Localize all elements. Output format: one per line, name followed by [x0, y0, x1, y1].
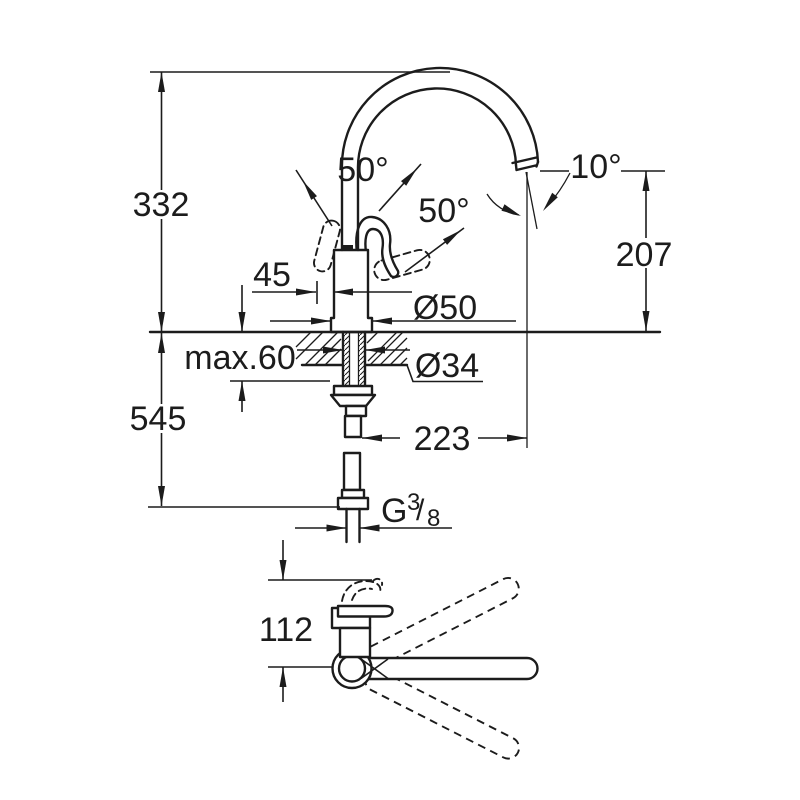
label-base-diameter: Ø50: [413, 289, 477, 327]
label-thread-size: G 3 / 8: [381, 489, 440, 532]
faucet-body: [329, 248, 374, 334]
dimension-labels: 332 545 45 max.60 Ø50 Ø34 223 207 50° 50…: [130, 148, 673, 649]
dimensions: [148, 71, 665, 702]
spout-top-view: [366, 656, 539, 681]
thread-prefix: G: [381, 492, 407, 530]
leader-50-right-arrow: [442, 230, 461, 245]
label-swivel-view-height: 112: [259, 611, 313, 649]
lever-raised-dashed: [341, 577, 384, 602]
swivel-axis-cross: [360, 658, 389, 680]
label-spout-reach: 223: [414, 420, 471, 458]
counter-hatching: [295, 331, 408, 366]
handle-dashed-right-position: [373, 248, 431, 282]
top-view: [330, 576, 539, 760]
spout-swivel-upper-position: [364, 576, 520, 668]
label-hole-diameter: Ø34: [415, 347, 479, 385]
mounting-washer: [332, 384, 374, 397]
spout-inner-arc: [356, 87, 518, 172]
label-handle-clearance: 45: [253, 256, 291, 294]
cartridge-mark: [343, 245, 353, 251]
body-top-view: [338, 626, 372, 659]
lever-top-view: [336, 604, 394, 618]
shank-thread-right: [358, 332, 365, 386]
spout-aerator: [511, 156, 540, 172]
label-height-below-counter: 545: [130, 400, 187, 438]
angle-arc-10-arrow: [501, 204, 521, 216]
thread-denominator: 8: [427, 505, 440, 532]
mounting-flange: [329, 393, 377, 408]
shank-thread-left: [343, 332, 350, 386]
leader-10-arrow: [543, 192, 558, 211]
hose-connector-nut: [336, 496, 370, 511]
front-view: [148, 66, 662, 544]
lever-handle: [355, 215, 400, 279]
braided-hose-lower: [342, 451, 362, 492]
thread-numerator: 3: [407, 489, 420, 516]
spout-swivel-lower-position: [364, 668, 520, 760]
label-handle-swing-right: 50°: [418, 192, 469, 230]
spout-angle-line: [525, 171, 538, 230]
leader-50-mid-arrow: [401, 168, 417, 186]
label-handle-swing-left: 50°: [337, 151, 388, 189]
mounting-nut: [344, 404, 368, 418]
thread-slash: /: [416, 494, 425, 527]
label-spout-end-angle: 10°: [570, 148, 621, 186]
label-spout-height: 207: [616, 236, 673, 274]
spout-outer-arc: [340, 66, 540, 172]
label-height-total: 332: [133, 186, 190, 224]
leader-50-left-arrow: [303, 181, 317, 200]
label-counter-max-thickness: max.60: [184, 339, 296, 377]
handle-dashed-left-position: [313, 219, 341, 273]
braided-hose-upper: [343, 414, 363, 439]
d34-leader-underline: [406, 364, 483, 383]
